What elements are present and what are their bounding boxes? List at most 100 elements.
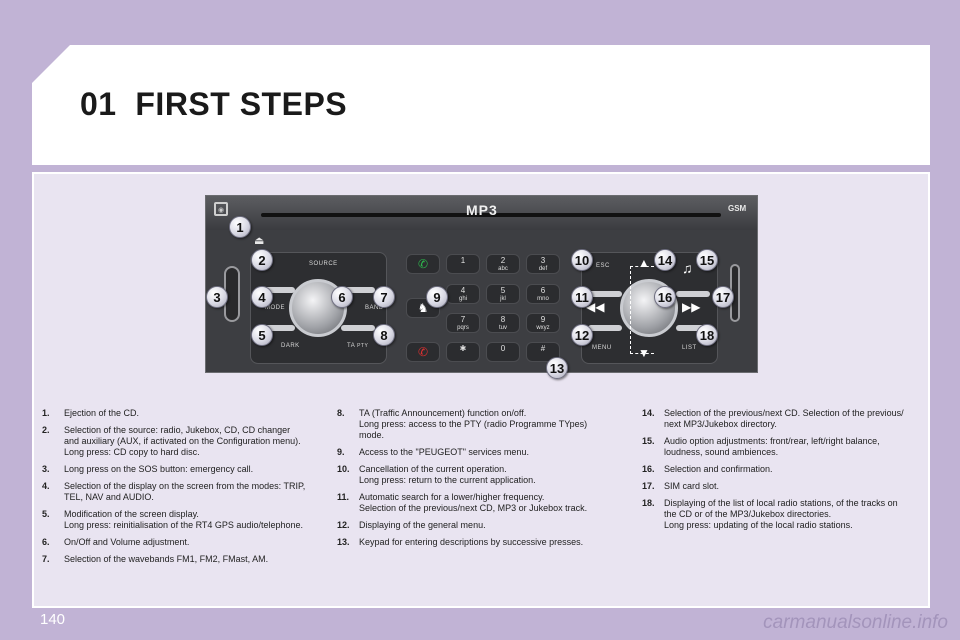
keypad-digit: 7 xyxy=(460,315,466,324)
description-item: 11. Automatic search for a lower/higher f… xyxy=(337,492,622,514)
description-item: 7.Selection of the wavebands FM1, FM2, F… xyxy=(42,554,327,565)
description-number: 3. xyxy=(42,464,50,474)
description-text: Selection of the display on the screen f… xyxy=(64,481,305,503)
keypad-digit: 4 xyxy=(460,286,466,295)
description-line: TA (Traffic Announcement) function on/of… xyxy=(359,408,527,418)
callout-4: 4 xyxy=(251,286,273,308)
description-number: 10. xyxy=(337,464,350,474)
description-text: Selection of the source: radio, Jukebox,… xyxy=(64,425,301,458)
mp3-logo: MP3 xyxy=(466,202,498,218)
hangup-key: ✆ xyxy=(406,342,440,362)
band-button xyxy=(341,287,375,293)
call-key: ✆ xyxy=(406,254,440,274)
keypad-digit: 9 xyxy=(540,315,546,324)
description-number: 14. xyxy=(642,408,655,418)
description-line: Cancellation of the current operation. xyxy=(359,464,507,474)
callout-5: 5 xyxy=(251,324,273,346)
description-text: Cancellation of the current operation.Lo… xyxy=(359,464,536,486)
description-text: Keypad for entering descriptions by succ… xyxy=(359,537,583,548)
description-line: SIM card slot. xyxy=(664,481,720,491)
description-line: Modification of the screen display. xyxy=(64,509,199,519)
keypad-digit: 0 xyxy=(500,344,506,353)
left-control-block: SOURCE MODE BAND DARK TA PTY xyxy=(250,252,387,364)
description-text: Automatic search for a lower/higher freq… xyxy=(359,492,587,514)
description-number: 16. xyxy=(642,464,655,474)
description-line: Long press on the SOS button: emergency … xyxy=(64,464,254,474)
keypad-key: 1 xyxy=(446,254,480,274)
keypad-letters: pqrs xyxy=(457,325,469,331)
down-arrow-icon: ▼ xyxy=(638,346,650,360)
description-number: 11. xyxy=(337,492,350,502)
description-number: 12. xyxy=(337,520,350,530)
list-label: LIST xyxy=(682,345,697,351)
header-panel xyxy=(32,45,930,165)
keypad-letters: tuv xyxy=(498,325,507,331)
description-line: Long press: CD copy to hard disc. xyxy=(64,447,200,457)
keypad-digit: 6 xyxy=(540,286,546,295)
description-item: 5.Modification of the screen display.Lon… xyxy=(42,509,327,531)
keypad-digit: 8 xyxy=(500,315,506,324)
dashed-guide xyxy=(630,266,654,354)
description-item: 14. Selection of the previous/next CD. Se… xyxy=(642,408,927,430)
esc-label: ESC xyxy=(596,263,610,269)
description-column-2: 8.TA (Traffic Announcement) function on/… xyxy=(337,408,622,554)
callout-17: 17 xyxy=(712,286,734,308)
description-text: Audio option adjustments: front/rear, le… xyxy=(664,436,880,458)
callout-14: 14 xyxy=(654,249,676,271)
cd-logo-icon: ◉ xyxy=(214,202,228,216)
callout-7: 7 xyxy=(373,286,395,308)
description-line: Selection of the previous/next CD. Selec… xyxy=(664,408,904,418)
description-line: Selection of the previous/next CD, MP3 o… xyxy=(359,503,588,513)
callout-10: 10 xyxy=(571,249,593,271)
watermark: carmanualsonline.info xyxy=(763,612,948,633)
keypad-digit: # xyxy=(540,344,546,353)
description-column-1: 1.Ejection of the CD.2.Selection of the … xyxy=(42,408,327,571)
description-column-3: 14. Selection of the previous/next CD. Se… xyxy=(642,408,927,537)
ta-button xyxy=(341,325,375,331)
callout-15: 15 xyxy=(696,249,718,271)
description-item: 8.TA (Traffic Announcement) function on/… xyxy=(337,408,622,441)
description-line: next MP3/Jukebox directory. xyxy=(664,419,777,429)
eject-icon: ⏏ xyxy=(254,235,265,247)
callout-3: 3 xyxy=(206,286,228,308)
keypad-letters: mno xyxy=(537,296,549,302)
mode-label: MODE xyxy=(265,305,285,311)
description-item: 16. Selection and confirmation. xyxy=(642,464,927,475)
description-line: Displaying of the general menu. xyxy=(359,520,486,530)
keypad-letters: jkl xyxy=(500,296,506,302)
description-number: 18. xyxy=(642,498,655,508)
description-text: On/Off and Volume adjustment. xyxy=(64,537,189,548)
callout-18: 18 xyxy=(696,324,718,346)
callout-9: 9 xyxy=(426,286,448,308)
description-number: 15. xyxy=(642,436,655,446)
esc-button xyxy=(588,291,622,297)
audio-button xyxy=(676,291,710,297)
description-number: 7. xyxy=(42,554,50,564)
keypad-key: ✱ xyxy=(446,342,480,362)
up-arrow-icon: ▲ xyxy=(638,256,650,270)
ta-label: TA PTY xyxy=(347,343,369,349)
description-line: Long press: reinitialisation of the RT4 … xyxy=(64,520,303,530)
description-line: Keypad for entering descriptions by succ… xyxy=(359,537,584,547)
description-line: loudness, sound ambiences. xyxy=(664,447,779,457)
dark-label: DARK xyxy=(281,343,300,349)
callout-12: 12 xyxy=(571,324,593,346)
description-line: Selection and confirmation. xyxy=(664,464,773,474)
description-item: 18.Displaying of the list of local radio… xyxy=(642,498,927,531)
description-item: 3. Long press on the SOS button: emergenc… xyxy=(42,464,327,475)
mode-button xyxy=(261,287,295,293)
source-label: SOURCE xyxy=(309,261,338,267)
description-item: 9.Access to the "PEUGEOT" services menu. xyxy=(337,447,622,458)
description-text: Selection and confirmation. xyxy=(664,464,773,475)
music-note-icon: ♫ xyxy=(682,260,693,276)
callout-13: 13 xyxy=(546,357,568,379)
description-item: 13.Keypad for entering descriptions by s… xyxy=(337,537,622,548)
keypad-digit: 2 xyxy=(500,256,506,265)
radio-top-bar: ◉ MP3 GSM xyxy=(206,196,757,230)
description-line: Long press: updating of the local radio … xyxy=(664,520,853,530)
keypad-letters: abc xyxy=(498,266,508,272)
callout-8: 8 xyxy=(373,324,395,346)
description-line: and auxiliary (AUX, if activated on the … xyxy=(64,436,301,446)
